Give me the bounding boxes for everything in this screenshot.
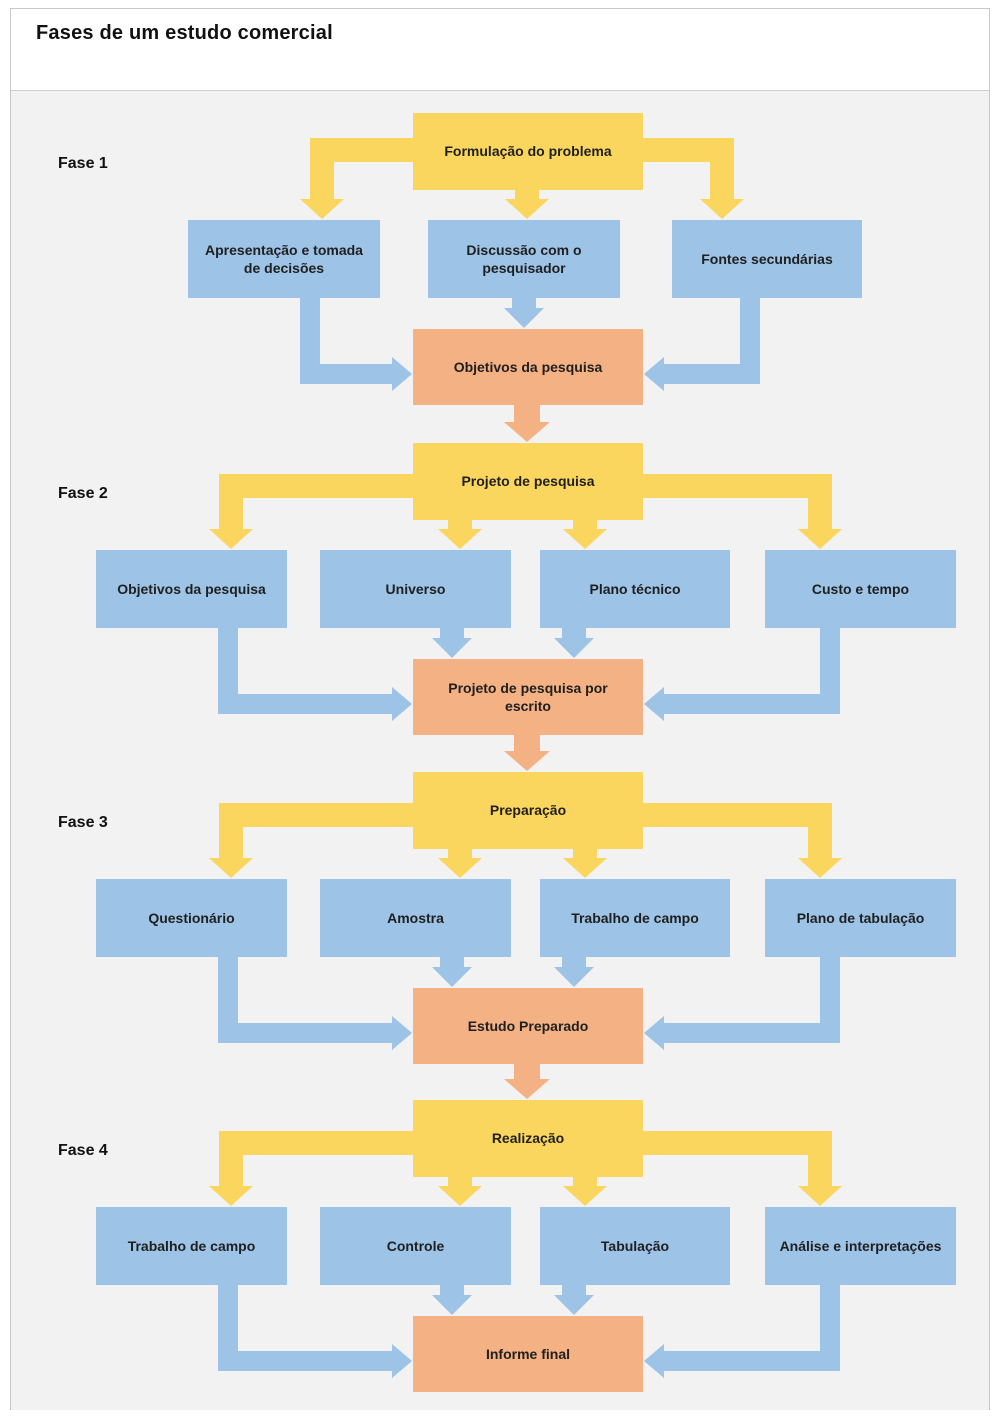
- phase-1-arrow-source-to-activity-left: [300, 138, 425, 219]
- phase-2-arrow-source-to-activity-right: [631, 474, 842, 549]
- phase-4-arrow-source-to-activity-right: [631, 1131, 842, 1206]
- phase-3-arrow-activity-elbow-right: [644, 955, 840, 1050]
- phase-4-activity-4-box: Análise e interpretações: [765, 1207, 956, 1285]
- phase-3-activity-3-box: Trabalho de campo: [540, 879, 730, 957]
- phase-4-label: Fase 4: [58, 1142, 108, 1159]
- phase-3-result-box: Estudo Preparado: [413, 988, 643, 1064]
- phase-3-arrow-result-to-next-phase: [504, 1062, 550, 1099]
- phase-4-arrow-source-down-2: [563, 1175, 607, 1206]
- phase-3-arrow-activity-down-1: [432, 955, 472, 987]
- phase-4-activity-2-box: Controle: [320, 1207, 511, 1285]
- phase-3-arrow-source-down-1: [438, 847, 482, 878]
- phase-1-activity-3-box: Fontes secundárias: [672, 220, 862, 298]
- phase-2-label: Fase 2: [58, 485, 108, 502]
- phase-1-arrow-result-to-next-phase: [504, 403, 550, 442]
- phase-2-activity-3-box: Plano técnico: [540, 550, 730, 628]
- phase-1-arrow-activity-elbow-right: [644, 296, 760, 391]
- phase-2-arrow-activity-elbow-left: [218, 626, 412, 721]
- phase-4-arrow-source-down-1: [438, 1175, 482, 1206]
- phase-2-arrow-activity-down-1: [432, 626, 472, 658]
- phase-3-arrow-source-to-activity-left: [209, 803, 425, 878]
- phase-1-activity-1-box: Apresentação e tomada de decisões: [188, 220, 380, 298]
- phase-3-arrow-source-down-2: [563, 847, 607, 878]
- phase-1-arrow-activity-elbow-left: [300, 296, 412, 391]
- phase-2-arrow-activity-elbow-right: [644, 626, 840, 721]
- phase-3-arrow-activity-down-2: [554, 955, 594, 987]
- phase-4-source-box: Realização: [413, 1100, 643, 1177]
- phase-2-activity-2-box: Universo: [320, 550, 511, 628]
- phase-4-arrow-activity-elbow-left: [218, 1283, 412, 1378]
- phase-2-source-box: Projeto de pesquisa: [413, 443, 643, 520]
- phase-3-activity-2-box: Amostra: [320, 879, 511, 957]
- phase-2-result-box: Projeto de pesquisa por escrito: [413, 659, 643, 735]
- phase-4-result-box: Informe final: [413, 1316, 643, 1392]
- phase-1-arrow-activity-down-1: [504, 296, 544, 328]
- phase-2-arrow-source-down-1: [438, 518, 482, 549]
- phase-4-activity-3-box: Tabulação: [540, 1207, 730, 1285]
- phase-3-source-box: Preparação: [413, 772, 643, 849]
- phase-1-activity-2-box: Discussão com o pesquisador: [428, 220, 620, 298]
- phase-3-arrow-activity-elbow-left: [218, 955, 412, 1050]
- page-title: Fases de um estudo comercial: [36, 22, 333, 44]
- phase-2-arrow-result-to-next-phase: [504, 733, 550, 771]
- phase-4-arrow-activity-down-1: [432, 1283, 472, 1315]
- phase-3-label: Fase 3: [58, 814, 108, 831]
- phase-4-arrow-source-to-activity-left: [209, 1131, 425, 1206]
- phase-4-arrow-activity-down-2: [554, 1283, 594, 1315]
- phase-3-activity-4-box: Plano de tabulação: [765, 879, 956, 957]
- phase-1-arrow-source-to-activity-right: [631, 138, 744, 219]
- phase-2-activity-1-box: Objetivos da pesquisa: [96, 550, 287, 628]
- phase-4-activity-1-box: Trabalho de campo: [96, 1207, 287, 1285]
- phase-3-activity-1-box: Questionário: [96, 879, 287, 957]
- phase-3-arrow-source-to-activity-right: [631, 803, 842, 878]
- phase-1-result-box: Objetivos da pesquisa: [413, 329, 643, 405]
- phase-4-arrow-activity-elbow-right: [644, 1283, 840, 1378]
- phase-2-arrow-source-down-2: [563, 518, 607, 549]
- phase-2-arrow-source-to-activity-left: [209, 474, 425, 549]
- phase-2-activity-4-box: Custo e tempo: [765, 550, 956, 628]
- phase-1-arrow-source-down-1: [505, 190, 549, 219]
- phase-1-source-box: Formulação do problema: [413, 113, 643, 190]
- phase-2-arrow-activity-down-2: [554, 626, 594, 658]
- phase-1-label: Fase 1: [58, 155, 108, 172]
